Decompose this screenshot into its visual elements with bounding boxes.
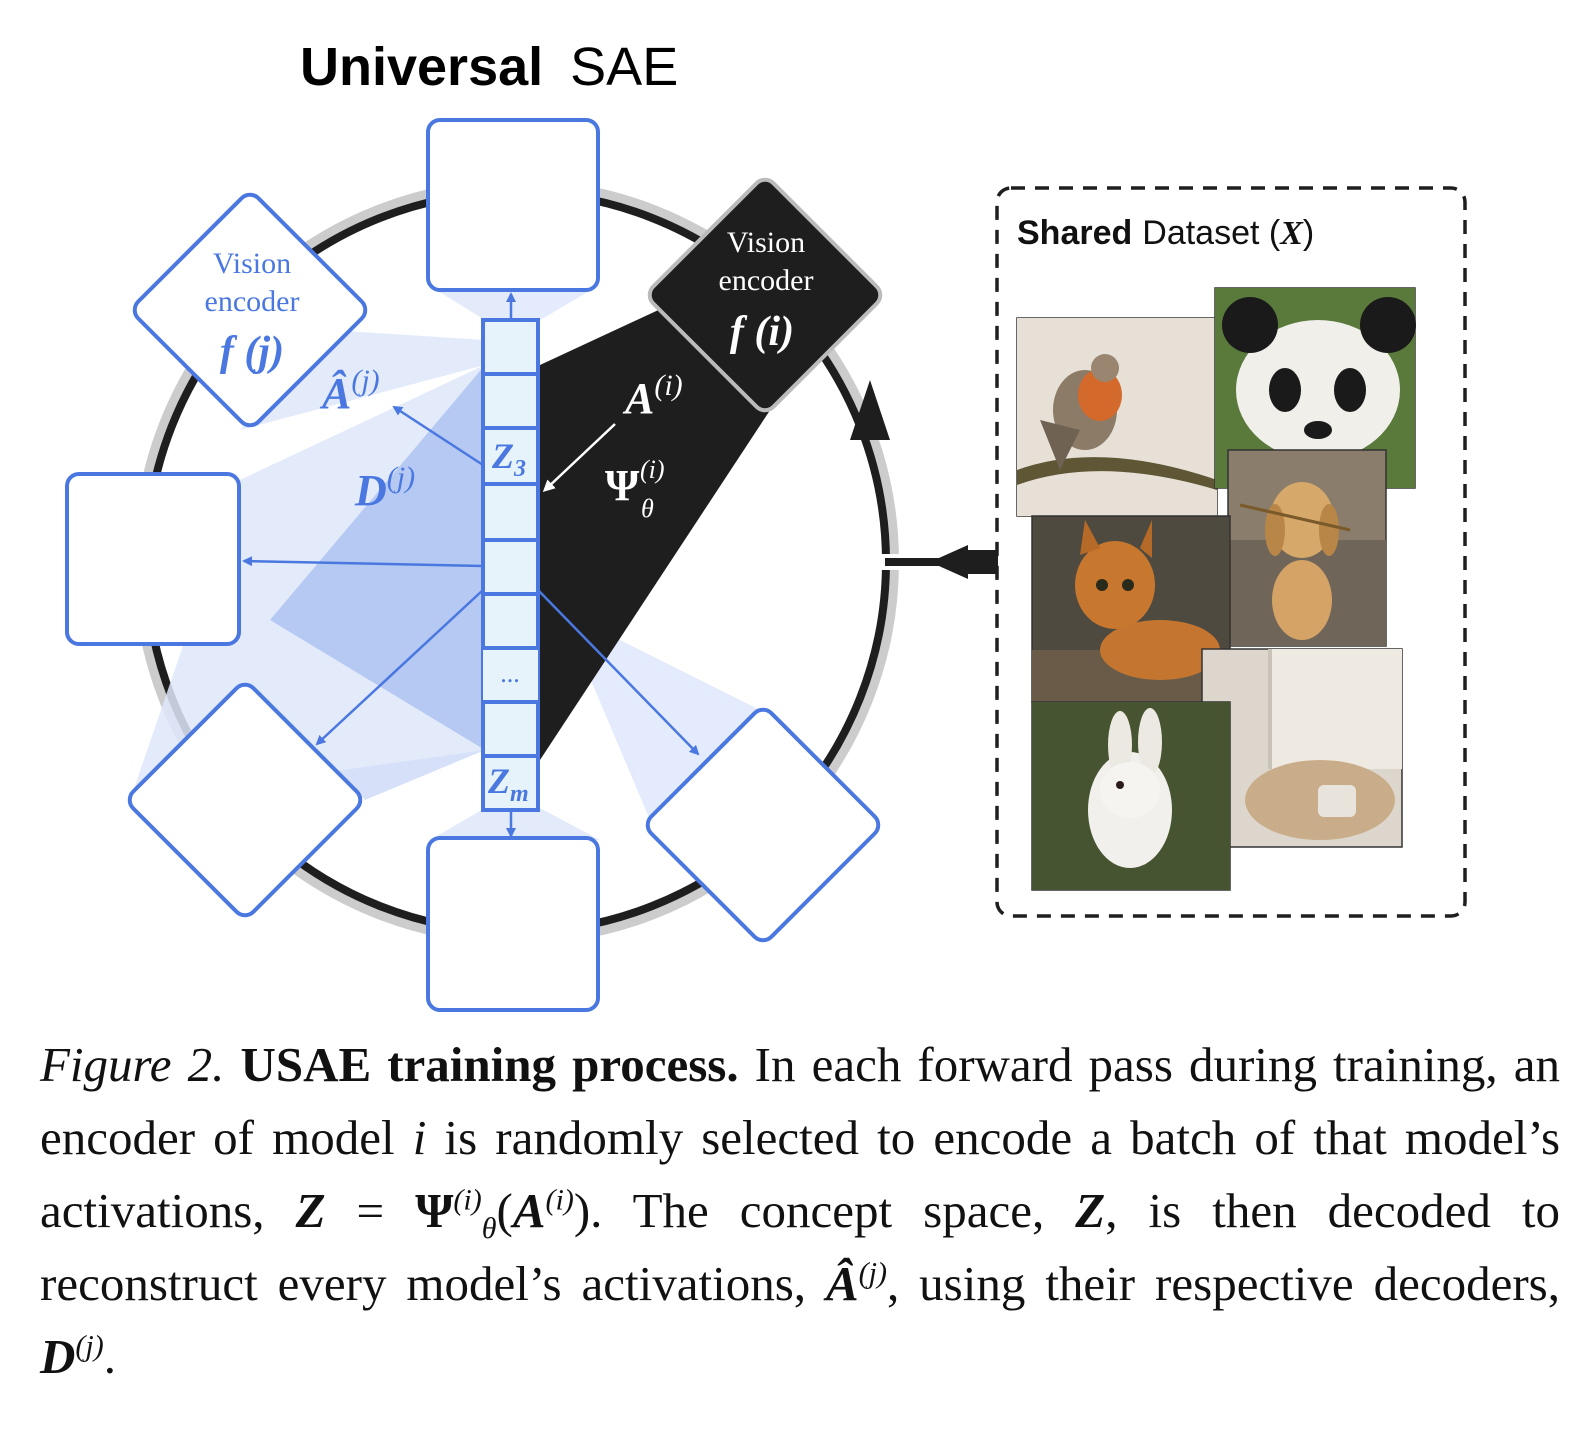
caption-figure-label: Figure 2.	[40, 1037, 225, 1092]
dataset-input-arrow	[880, 545, 998, 579]
caption-psi: Ψ	[415, 1183, 454, 1238]
label-psi-sup: (i)	[640, 455, 665, 484]
decoder-box-top	[426, 118, 600, 292]
label-a-hat-j: Â(j)	[319, 364, 380, 418]
caption-equals: =	[325, 1183, 416, 1238]
caption-heading: USAE training process.	[240, 1037, 739, 1092]
encoder-i-line1: Vision	[727, 226, 805, 259]
shared-dataset-panel	[995, 186, 1467, 918]
caption-end: .	[103, 1329, 116, 1384]
decoder-arrows	[242, 292, 700, 838]
caption-var-a-hat: Â	[825, 1256, 859, 1311]
caption-text-2: is randomly selected to encode a batch o…	[40, 1110, 1561, 1238]
encoder-i-function: f (i)	[730, 309, 794, 355]
figure-caption: Figure 2. USAE training process. In each…	[40, 1028, 1560, 1393]
latent-z3: Z3	[491, 436, 526, 482]
vision-encoder-j	[132, 192, 368, 428]
caption-text-5: , using their respective decoders,	[886, 1256, 1560, 1311]
encoder-j-line1: Vision	[213, 247, 291, 280]
vision-encoder-i	[647, 177, 883, 413]
encoder-j-function: f (j)	[220, 329, 284, 375]
caption-paren-close: ).	[573, 1183, 603, 1238]
caption-text-4: , is then decoded to reconstruct every m…	[40, 1183, 1561, 1311]
cat-photo	[1031, 515, 1231, 703]
encode-arrow	[542, 423, 616, 493]
dog-photo	[1227, 449, 1387, 647]
decoder-diamond-bottom-left	[127, 682, 363, 918]
caption-d-sup: (j)	[75, 1329, 104, 1363]
label-psi-sub: θ	[641, 494, 654, 523]
caption-psi-sub: θ	[481, 1211, 497, 1245]
ring-arrow-icon	[850, 380, 890, 440]
decoder-box-left	[65, 472, 241, 646]
caption-var-z-2: Z	[1075, 1183, 1106, 1238]
decoder-projections	[130, 285, 780, 840]
caption-a-hat-sup: (j)	[858, 1256, 887, 1290]
diagram-title: Universal SAE	[300, 37, 678, 97]
latent-vector	[481, 318, 540, 812]
label-a-i: A(i)	[622, 369, 683, 423]
latent-zm: Zm	[487, 761, 529, 807]
robin-photo	[1016, 317, 1218, 517]
caption-paren-open: (	[496, 1183, 513, 1238]
caption-a-sup: (i)	[545, 1183, 574, 1217]
caption-var-d: D	[40, 1329, 76, 1384]
caption-var-a: A	[512, 1183, 546, 1238]
encoder-wedge	[540, 300, 780, 760]
caption-psi-sup: (i)	[453, 1183, 482, 1217]
caption-var-i: i	[412, 1110, 427, 1165]
caption-text-3: The concept space,	[602, 1183, 1076, 1238]
label-d-j: D(j)	[354, 461, 415, 515]
usae-diagram: Universal SAE Vision encoder f (j) Visio…	[65, 37, 1467, 1012]
cozy-photo	[1201, 648, 1403, 848]
rabbit-photo	[1031, 701, 1231, 891]
latent-ellipsis: ...	[500, 659, 520, 688]
label-psi: Ψ	[605, 461, 640, 510]
encoder-j-line2: encoder	[205, 285, 300, 318]
decoder-box-bottom	[426, 836, 600, 1012]
encoder-i-line2: encoder	[719, 264, 814, 297]
caption-var-z: Z	[295, 1183, 326, 1238]
decoder-diamond-bottom-right	[645, 707, 881, 943]
caption-text-1: In each forward pass during training, an…	[40, 1037, 1560, 1165]
